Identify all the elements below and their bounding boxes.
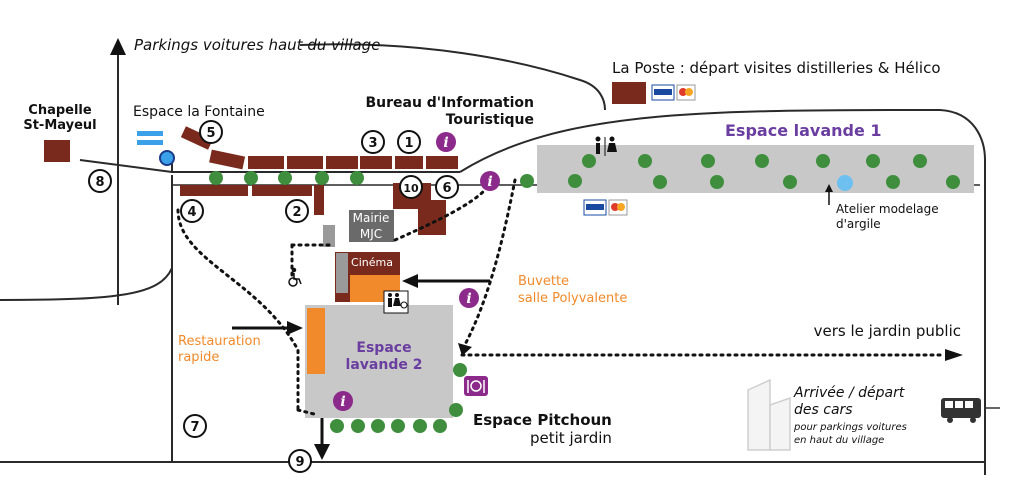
arrow-exit (314, 444, 330, 460)
mairie-stairs (323, 225, 335, 247)
info-icon (436, 132, 456, 152)
svg-text:i: i (487, 174, 492, 190)
svg-text:des cars: des cars (794, 402, 853, 418)
vers-jardin-label: vers le jardin public (814, 322, 961, 340)
cars-building (747, 378, 791, 451)
svg-text:en haut du village: en haut du village (794, 435, 884, 446)
bureau-label: Bureau d'Information (365, 95, 534, 111)
trees (209, 154, 960, 433)
svg-text:MJC: MJC (360, 227, 382, 241)
water-point-icon (159, 150, 175, 166)
la-poste-building (612, 82, 646, 104)
toilets-icon (383, 290, 409, 314)
svg-text:petit jardin: petit jardin (530, 429, 612, 447)
tree-icon (209, 171, 223, 185)
arrivee-label: Arrivée / départ (793, 385, 905, 401)
road-top (299, 43, 606, 111)
cinema-label: Cinéma (351, 256, 393, 269)
accessible-icon (288, 267, 302, 287)
la-poste-label: La Poste : départ visites distilleries &… (612, 59, 941, 77)
svg-text:d'argile: d'argile (836, 217, 881, 231)
card-payment-icon (651, 84, 696, 101)
restauration-rapide-block (307, 308, 325, 374)
roads (0, 43, 986, 475)
arrow-restauration (287, 321, 303, 335)
card-payment-icon (583, 199, 628, 216)
svg-text:salle Polyvalente: salle Polyvalente (518, 291, 627, 306)
cinema-stairs (336, 253, 348, 293)
espace-lavande-2-label: Espace (356, 340, 411, 356)
restauration-label: Restauration (178, 334, 261, 349)
atelier-label: Atelier modelage (836, 202, 939, 216)
badge-5: 5 (206, 126, 215, 141)
walking-paths (176, 178, 947, 417)
svg-text:St-Mayeul: St-Mayeul (23, 118, 96, 133)
espace-lavande-1-area (537, 145, 974, 193)
mairie-label: Mairie (353, 211, 390, 225)
badge-9: 9 (295, 455, 304, 470)
atelier-point (837, 175, 853, 191)
badge-3: 3 (368, 136, 377, 151)
svg-text:rapide: rapide (178, 350, 219, 365)
espace-fontaine-label: Espace la Fontaine (133, 104, 265, 120)
buildings (44, 82, 646, 235)
number-badges (88, 120, 459, 473)
arrow-buvette (402, 274, 418, 288)
espace-lavande-2-area (305, 305, 453, 418)
parkings-label: Parkings voitures haut du village (134, 36, 380, 54)
chapelle-building (44, 140, 70, 162)
badge-8: 8 (95, 175, 104, 190)
svg-text:i: i (340, 394, 345, 410)
chapelle-label: Chapelle (28, 103, 92, 118)
badge-2: 2 (292, 205, 301, 220)
buvette-label: Buvette (518, 274, 569, 289)
toilets-icon (595, 136, 617, 156)
north-arrow-icon (110, 38, 126, 55)
road-right-loop (459, 108, 986, 475)
bus-icon (941, 398, 1000, 423)
badge-10: 10 (403, 182, 419, 195)
badge-7: 7 (190, 420, 199, 435)
info-icons: i i i i (333, 132, 500, 411)
pitchoun-label: Espace Pitchoun (473, 411, 612, 429)
svg-text:Touristique: Touristique (446, 112, 534, 128)
badge-4: 4 (187, 205, 196, 220)
svg-text:i: i (466, 291, 471, 307)
info-icon (333, 391, 353, 411)
svg-text:lavande 2: lavande 2 (346, 357, 423, 373)
restaurant-icon (464, 376, 488, 396)
svg-text:pour parkings voitures: pour parkings voitures (793, 422, 907, 433)
badge-1: 1 (404, 136, 413, 151)
road-left (0, 267, 173, 301)
mairie-building (349, 210, 394, 242)
svg-text:i: i (443, 135, 448, 151)
info-icon (480, 171, 500, 191)
info-icon (459, 288, 479, 308)
espace-lavande-1-label: Espace lavande 1 (725, 121, 882, 140)
badge-6: 6 (442, 181, 451, 196)
fountain-icon (137, 131, 163, 136)
arrow-jardin (945, 349, 963, 361)
